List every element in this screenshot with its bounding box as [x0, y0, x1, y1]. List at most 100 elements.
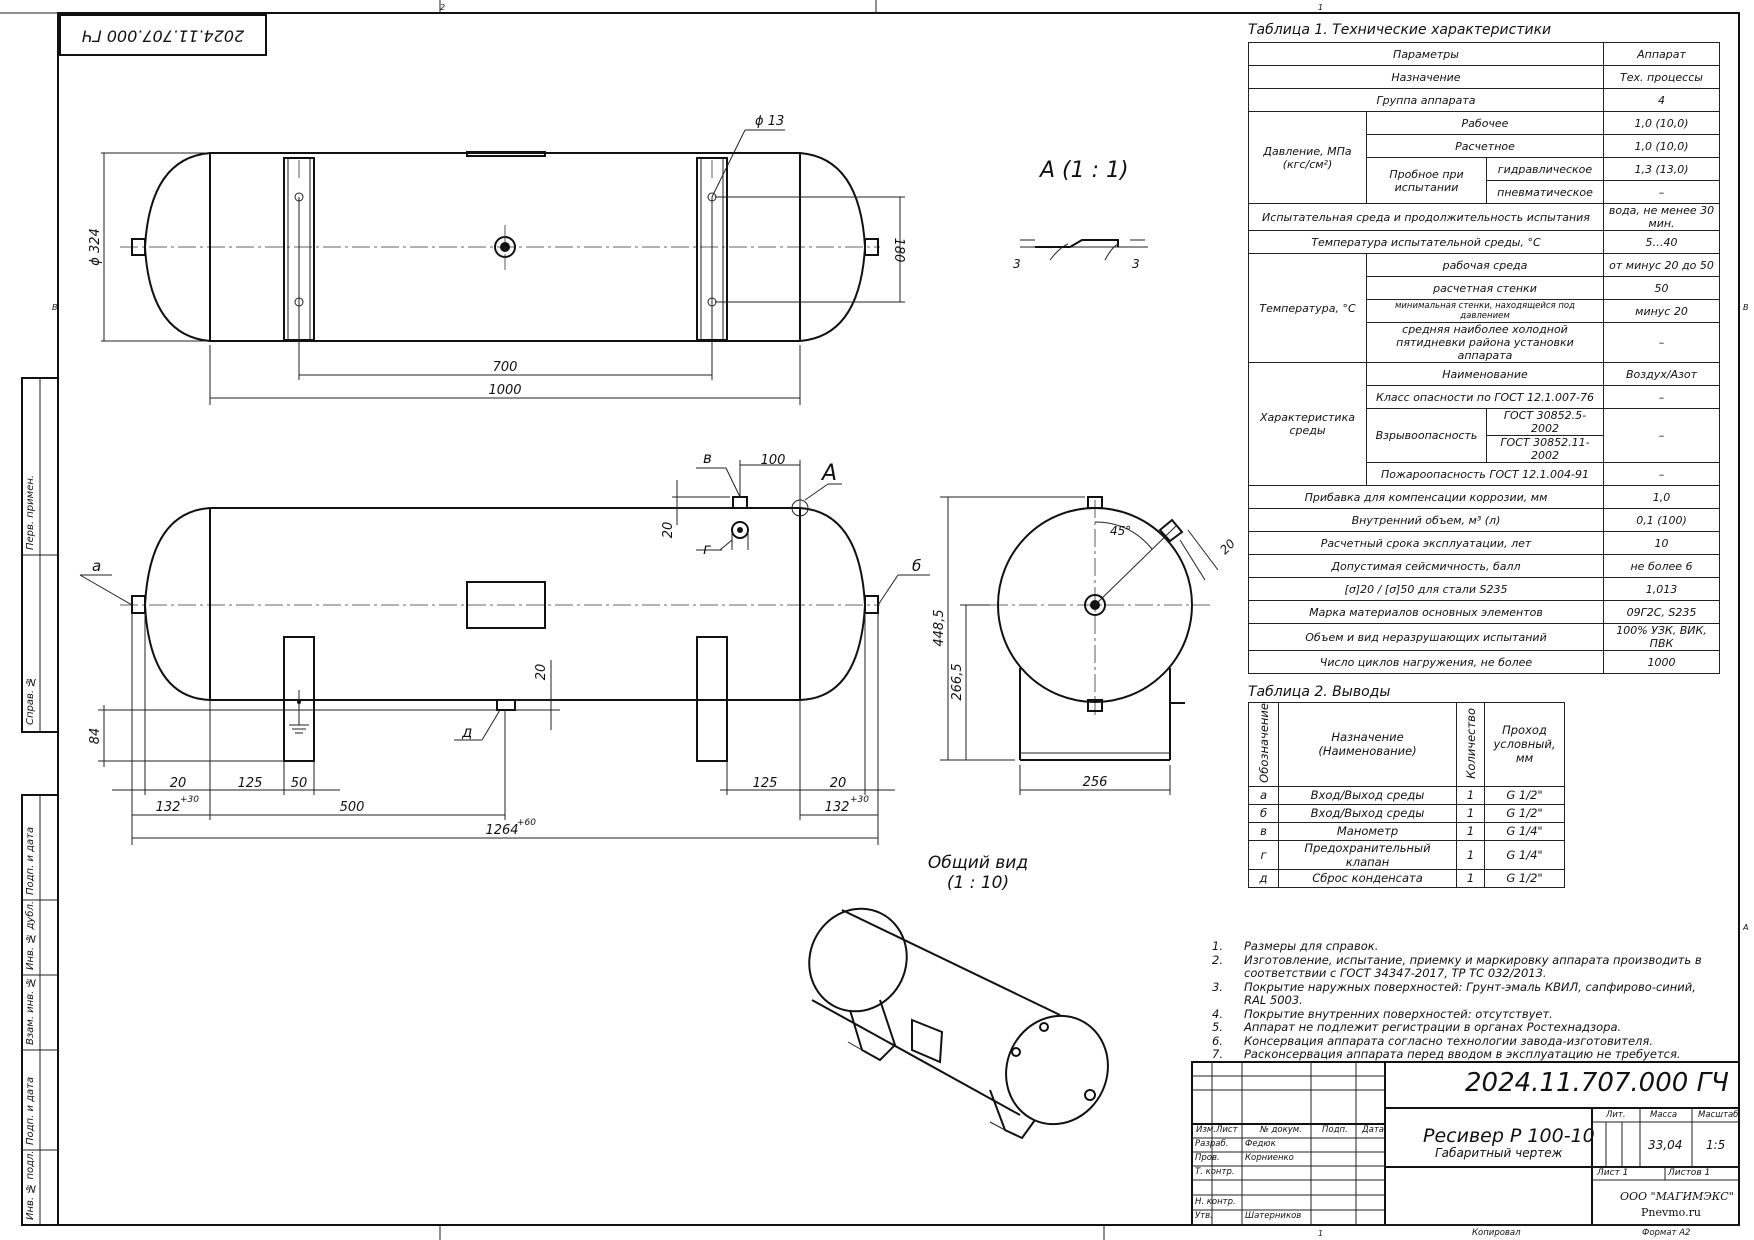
top-view: ϕ 324 180 ϕ 13 700 1000 — [88, 114, 906, 405]
note-item: 3.Покрытие наружных поверхностей: Грунт-… — [1212, 979, 1696, 1007]
table1-caption: Таблица 1. Технические характеристики — [1248, 22, 1552, 38]
table-row: минимальная стенки, находящейся под давл… — [1249, 299, 1720, 323]
tb-mass-label: Масса — [1650, 1110, 1678, 1120]
tb-copied: Копировал — [1472, 1228, 1521, 1238]
dim-50: 50 — [291, 776, 308, 791]
dim-20-top: 20 — [661, 522, 676, 539]
dim-132-left: 132 — [156, 800, 181, 815]
detail-a-title: А (1 : 1) — [1038, 158, 1129, 183]
technical-notes: 1.Размеры для справок. 2.Изготовление, и… — [1212, 939, 1712, 1062]
strip-label-3: Инв. № дубл. — [25, 900, 36, 970]
tol-30-left: +30 — [180, 795, 199, 805]
dim-20-side: 20 — [1217, 536, 1238, 557]
dim-448-5: 448,5 — [932, 609, 947, 646]
note-item: 4.Покрытие внутренних поверхностей: отсу… — [1212, 1006, 1553, 1021]
tb-name-check: Корниенко — [1245, 1153, 1294, 1163]
dim-132-right: 132 — [825, 800, 850, 815]
note-item: 1.Размеры для справок. — [1212, 939, 1379, 953]
dim-20-right: 20 — [830, 776, 847, 791]
tb-role-dev: Разраб. — [1195, 1139, 1229, 1149]
zone-mark-left: В — [52, 303, 58, 312]
title-doc-number: 2024.11.707.000 ГЧ — [1465, 1068, 1729, 1098]
table-row: Испытательная среда и продолжительность … — [1248, 203, 1720, 231]
detail-a-dim-left: 3 — [1013, 257, 1021, 271]
table-row: пневматическое– — [1249, 180, 1720, 204]
side-view: 45° 20 448,5 266,5 256 — [932, 496, 1238, 795]
label-b: б — [912, 557, 921, 575]
dim-125-right: 125 — [753, 776, 778, 791]
label-v: в — [703, 449, 712, 467]
note-item: 2.Изготовление, испытание, приемку и мар… — [1212, 952, 1702, 980]
detail-a-dim-right: 3 — [1132, 257, 1140, 271]
tb-sheets: Листов 1 — [1668, 1168, 1711, 1178]
dim-125-left: 125 — [238, 776, 263, 791]
table2-caption: Таблица 2. Выводы — [1248, 684, 1391, 700]
top-stamp-box — [59, 14, 267, 56]
tb-col-sign: Подп. — [1322, 1125, 1348, 1135]
strip-label-0: Перв. примен. — [25, 474, 36, 550]
table-row: Класс опасности по ГОСТ 12.1.007-76– — [1249, 385, 1720, 409]
tb-col-izm: Изм. — [1196, 1125, 1216, 1135]
tb-col-list: Лист — [1216, 1125, 1238, 1135]
dim-20-left: 20 — [170, 776, 187, 791]
tb-col-date: Дата — [1362, 1125, 1385, 1135]
zone-mark-top-right: 1 — [1318, 3, 1323, 12]
dim-1000: 1000 — [488, 383, 521, 398]
tb-col-doc: № докум. — [1260, 1125, 1302, 1135]
label-a: а — [92, 557, 101, 575]
tb-company: ООО "МАГИМЭКС" — [1620, 1190, 1734, 1203]
strip-label-5: Подп. и дата — [25, 1076, 36, 1145]
tb-format: Формат А2 — [1642, 1228, 1691, 1238]
note-item: 5.Аппарат не подлежит регистрации в орга… — [1212, 1020, 1622, 1034]
tb-scale-value: 1:5 — [1706, 1138, 1726, 1152]
iso-view: Общий вид (1 : 10) — [808, 853, 1109, 1140]
top-stamp-text: 2024.11.707.000 ГЧ — [82, 27, 244, 46]
tol-60: +60 — [517, 818, 536, 828]
dim-diameter-324: ϕ 324 — [88, 228, 103, 266]
label-g: г — [703, 540, 711, 558]
title-doc-type: Габаритный чертеж — [1435, 1146, 1563, 1160]
left-side-strip — [21, 377, 59, 1226]
detail-a: А (1 : 1) 3 3 — [1013, 158, 1148, 271]
note-item: 6.Консервация аппарата согласно технолог… — [1212, 1033, 1653, 1048]
front-view: а б в г д А 100 20 20 84 — [79, 449, 930, 845]
dim-180: 180 — [891, 238, 906, 263]
strip-label-6: Инв. № подл. — [25, 1150, 36, 1220]
strip-label-1: Справ. № — [25, 675, 36, 725]
iso-view-scale: (1 : 10) — [947, 873, 1009, 893]
label-d: д — [461, 723, 472, 741]
tb-mass-value: 33,04 — [1648, 1138, 1683, 1152]
tb-sheet: Лист 1 — [1597, 1168, 1629, 1178]
table-row: Внутренний объем, м³ (л)0,1 (100) — [1248, 508, 1720, 532]
note-item: 7.Расконсервация аппарата перед вводом в… — [1212, 1047, 1681, 1061]
tb-role-ncontrol: Н. контр. — [1195, 1197, 1236, 1207]
tb-role-tcontrol: Т. контр. — [1195, 1167, 1235, 1177]
label-detail-A: А — [820, 461, 837, 486]
tb-name-dev: Федюк — [1245, 1139, 1276, 1149]
tb-site: Pnevmo.ru — [1641, 1206, 1701, 1219]
dim-100: 100 — [761, 453, 786, 468]
dim-500: 500 — [340, 800, 365, 815]
zone-mark-right-top: В — [1743, 303, 1749, 312]
strip-label-2: Подп. и дата — [25, 826, 36, 895]
zone-mark-right-bottom: А — [1742, 923, 1748, 932]
iso-view-title: Общий вид — [928, 853, 1028, 873]
tb-role-check: Пров. — [1195, 1153, 1220, 1163]
